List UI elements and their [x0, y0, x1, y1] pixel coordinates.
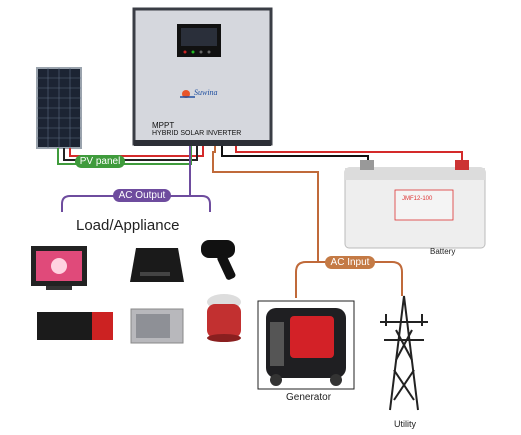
battery-icon — [344, 160, 486, 249]
ac-output-pill — [113, 189, 171, 202]
hair-dryer-icon — [201, 240, 236, 280]
battery-label: Battery — [430, 247, 456, 256]
inverter-model-line2: HYBRID SOLAR INVERTER — [152, 130, 242, 137]
inverter-unit — [132, 7, 273, 146]
microwave-icon — [37, 312, 113, 340]
ac-input-label: AC Input — [330, 257, 370, 268]
ac-output-label: AC Output — [118, 190, 166, 201]
load-appliance-label: Load/Appliance — [76, 217, 180, 234]
generator-icon — [257, 300, 355, 390]
induction-cooker-icon — [130, 248, 184, 282]
tv-icon — [31, 246, 87, 290]
inverter-model-line1: MPPT — [152, 121, 175, 130]
ac-input-pill — [325, 256, 375, 269]
rice-cooker-icon — [207, 294, 241, 342]
solar-panel-icon — [36, 67, 82, 149]
inverter-brand: Suwina — [194, 88, 218, 97]
utility-label: Utility — [394, 419, 416, 429]
battery-model-label: JMF12-100 — [402, 196, 433, 202]
utility-tower-icon — [380, 295, 428, 411]
microwave-oven-icon — [130, 308, 184, 344]
pv-panel-pill — [75, 155, 125, 168]
generator-label: Generator — [286, 392, 332, 403]
pv-panel-label: PV panel — [79, 156, 121, 167]
